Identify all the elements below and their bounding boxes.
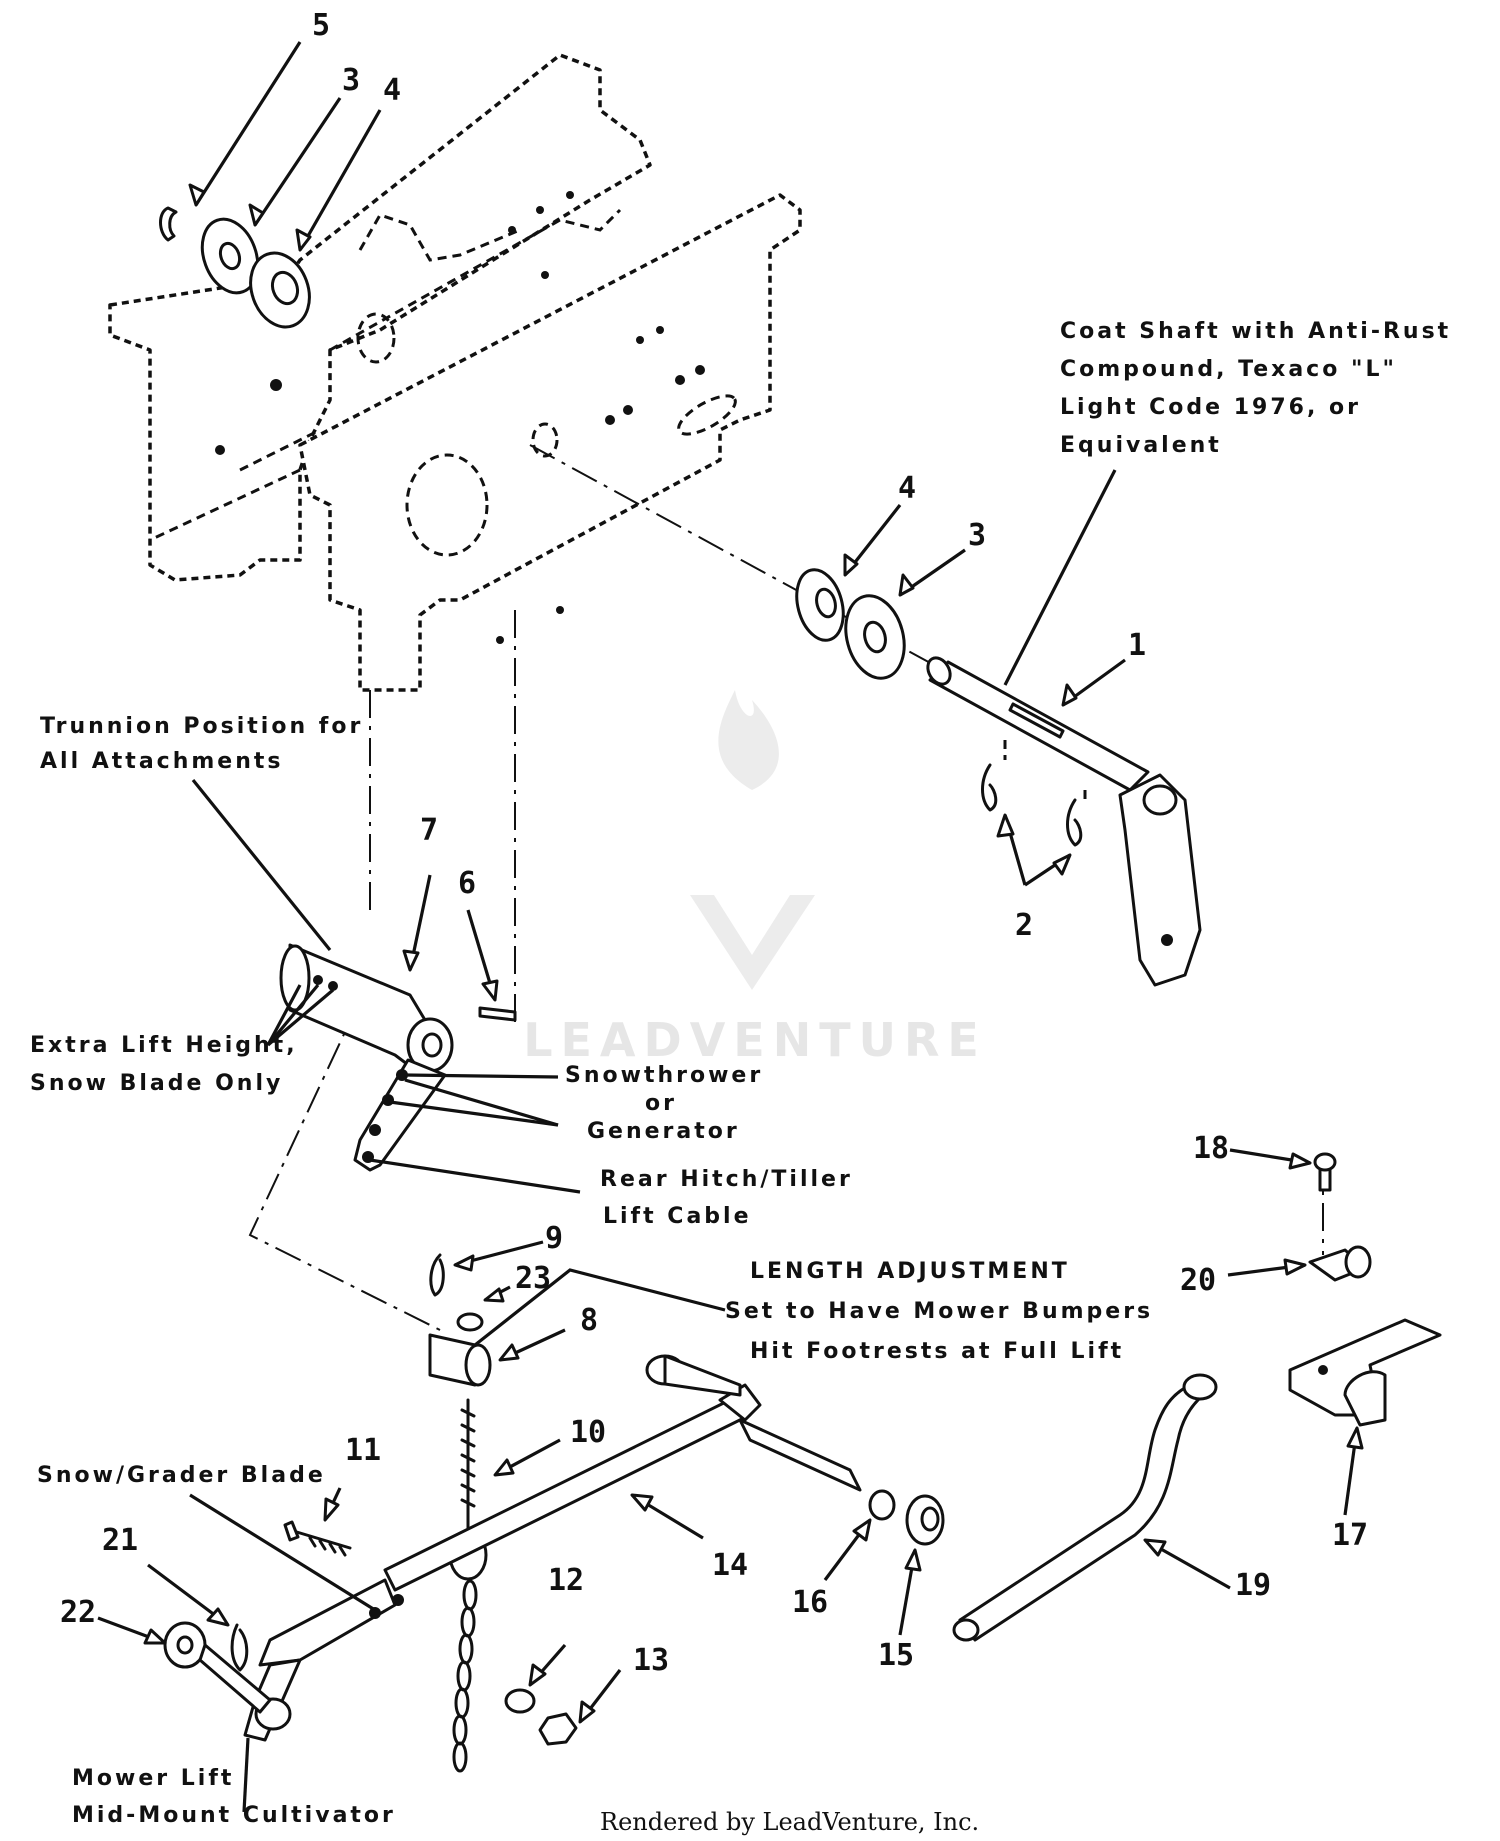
svg-text:Trunnion Position for: Trunnion Position for	[40, 714, 363, 739]
svg-text:Hit Footrests at Full Lift: Hit Footrests at Full Lift	[750, 1339, 1124, 1364]
callout-numbers: 5 3 4 4 3 1 2 7 6 9 23 8 10 11 21 22 12 …	[60, 8, 1368, 1678]
watermark-text: LEADVENTURE	[523, 1013, 987, 1067]
callout-16: 16	[792, 1585, 828, 1620]
svg-text:All Attachments: All Attachments	[40, 749, 284, 774]
callout-5: 5	[312, 8, 330, 43]
snow-blade-note: Snow/Grader Blade	[37, 1463, 326, 1488]
washer-16	[868, 1489, 896, 1521]
lift-handle-19	[952, 1373, 1218, 1642]
callout-1: 1	[1128, 628, 1146, 663]
trunnion-assembly	[279, 943, 517, 1172]
svg-text:Mower Lift: Mower Lift	[72, 1766, 234, 1791]
svg-text:Coat Shaft with Anti-Rust: Coat Shaft with Anti-Rust	[1060, 319, 1451, 344]
callout-14: 14	[712, 1548, 748, 1583]
rock-shaft-assembly	[163, 1354, 945, 1742]
hairpin-clip-2b	[1066, 798, 1083, 847]
callout-7: 7	[420, 813, 438, 848]
link-centerline	[248, 999, 441, 1331]
callout-3-right: 3	[968, 518, 986, 553]
svg-text:Mid-Mount Cultivator: Mid-Mount Cultivator	[72, 1803, 396, 1828]
callout-8: 8	[580, 1303, 598, 1338]
svg-text:Equivalent: Equivalent	[1060, 433, 1222, 458]
washer-12	[504, 1688, 536, 1714]
callout-10: 10	[570, 1415, 606, 1450]
lift-arm	[258, 1578, 397, 1667]
upper-hardware	[159, 206, 311, 329]
hairpin-clip-2a	[981, 763, 998, 812]
chain	[452, 1579, 478, 1773]
trunnion-end	[279, 944, 311, 1012]
notes: Coat Shaft with Anti-Rust Compound, Texa…	[30, 319, 1451, 1828]
retaining-ring-5	[159, 206, 178, 242]
svg-text:Rear Hitch/Tiller: Rear Hitch/Tiller	[600, 1167, 853, 1192]
nut-23	[456, 1312, 484, 1332]
footer-credit: Rendered by LeadVenture, Inc.	[600, 1808, 979, 1836]
callout-20: 20	[1180, 1263, 1216, 1298]
hairpin-clip-21	[230, 1623, 249, 1672]
extra-lift-note: Extra Lift Height, Snow Blade Only	[30, 1033, 298, 1096]
callout-21: 21	[102, 1523, 138, 1558]
shaft-centerline	[529, 444, 981, 691]
leader-lines	[97, 41, 1364, 1813]
lift-arm-1	[1118, 773, 1202, 987]
callout-13: 13	[633, 1643, 669, 1678]
handle-bracket	[1288, 1152, 1442, 1427]
rear-hitch-note: Rear Hitch/Tiller Lift Cable	[600, 1167, 853, 1229]
svg-text:Snow Blade Only: Snow Blade Only	[30, 1071, 283, 1096]
callout-4-right: 4	[898, 471, 916, 506]
svg-text:Generator: Generator	[587, 1119, 740, 1144]
callout-22: 22	[60, 1595, 96, 1630]
tractor-frame	[108, 53, 802, 692]
callout-2: 2	[1015, 908, 1033, 943]
callout-3-upper: 3	[342, 63, 360, 98]
callout-19: 19	[1235, 1568, 1271, 1603]
svg-text:Snowthrower: Snowthrower	[565, 1063, 763, 1088]
hairpin-clip-9	[429, 1253, 445, 1297]
callout-11: 11	[345, 1433, 381, 1468]
rock-shaft-14	[383, 1393, 752, 1592]
callout-12: 12	[548, 1563, 584, 1598]
svg-text:Light Code 1976, or: Light Code 1976, or	[1060, 395, 1361, 420]
callout-18: 18	[1193, 1131, 1229, 1166]
mower-lift-note: Mower Lift Mid-Mount Cultivator	[72, 1766, 396, 1828]
callout-15: 15	[878, 1638, 914, 1673]
nut-13	[538, 1712, 578, 1746]
snowthrower-note: Snowthrower or Generator	[565, 1063, 763, 1144]
shaft-end	[738, 1418, 862, 1492]
bolt-11	[288, 1528, 352, 1550]
svg-text:Compound, Texaco "L": Compound, Texaco "L"	[1060, 357, 1397, 382]
callout-6: 6	[458, 866, 476, 901]
coat-shaft-note: Coat Shaft with Anti-Rust Compound, Texa…	[1060, 319, 1451, 458]
callout-4-upper: 4	[383, 73, 401, 108]
pin-6	[478, 1006, 517, 1022]
length-adjustment-note: LENGTH ADJUSTMENT Set to Have Mower Bump…	[725, 1259, 1153, 1364]
svg-text:LENGTH ADJUSTMENT: LENGTH ADJUSTMENT	[750, 1259, 1070, 1284]
callout-17: 17	[1332, 1518, 1368, 1553]
callout-23: 23	[515, 1261, 551, 1296]
lift-shaft-assembly	[795, 568, 1202, 987]
svg-text:Lift Cable: Lift Cable	[603, 1204, 752, 1229]
callout-9: 9	[545, 1221, 563, 1256]
svg-text:Set to Have Mower Bumpers: Set to Have Mower Bumpers	[725, 1299, 1153, 1324]
svg-text:Extra Lift Height,: Extra Lift Height,	[30, 1033, 298, 1058]
svg-text:or: or	[645, 1091, 677, 1116]
leadventure-watermark: LEADVENTURE	[523, 690, 987, 1067]
trunnion-position-note: Trunnion Position for All Attachments	[40, 714, 363, 774]
